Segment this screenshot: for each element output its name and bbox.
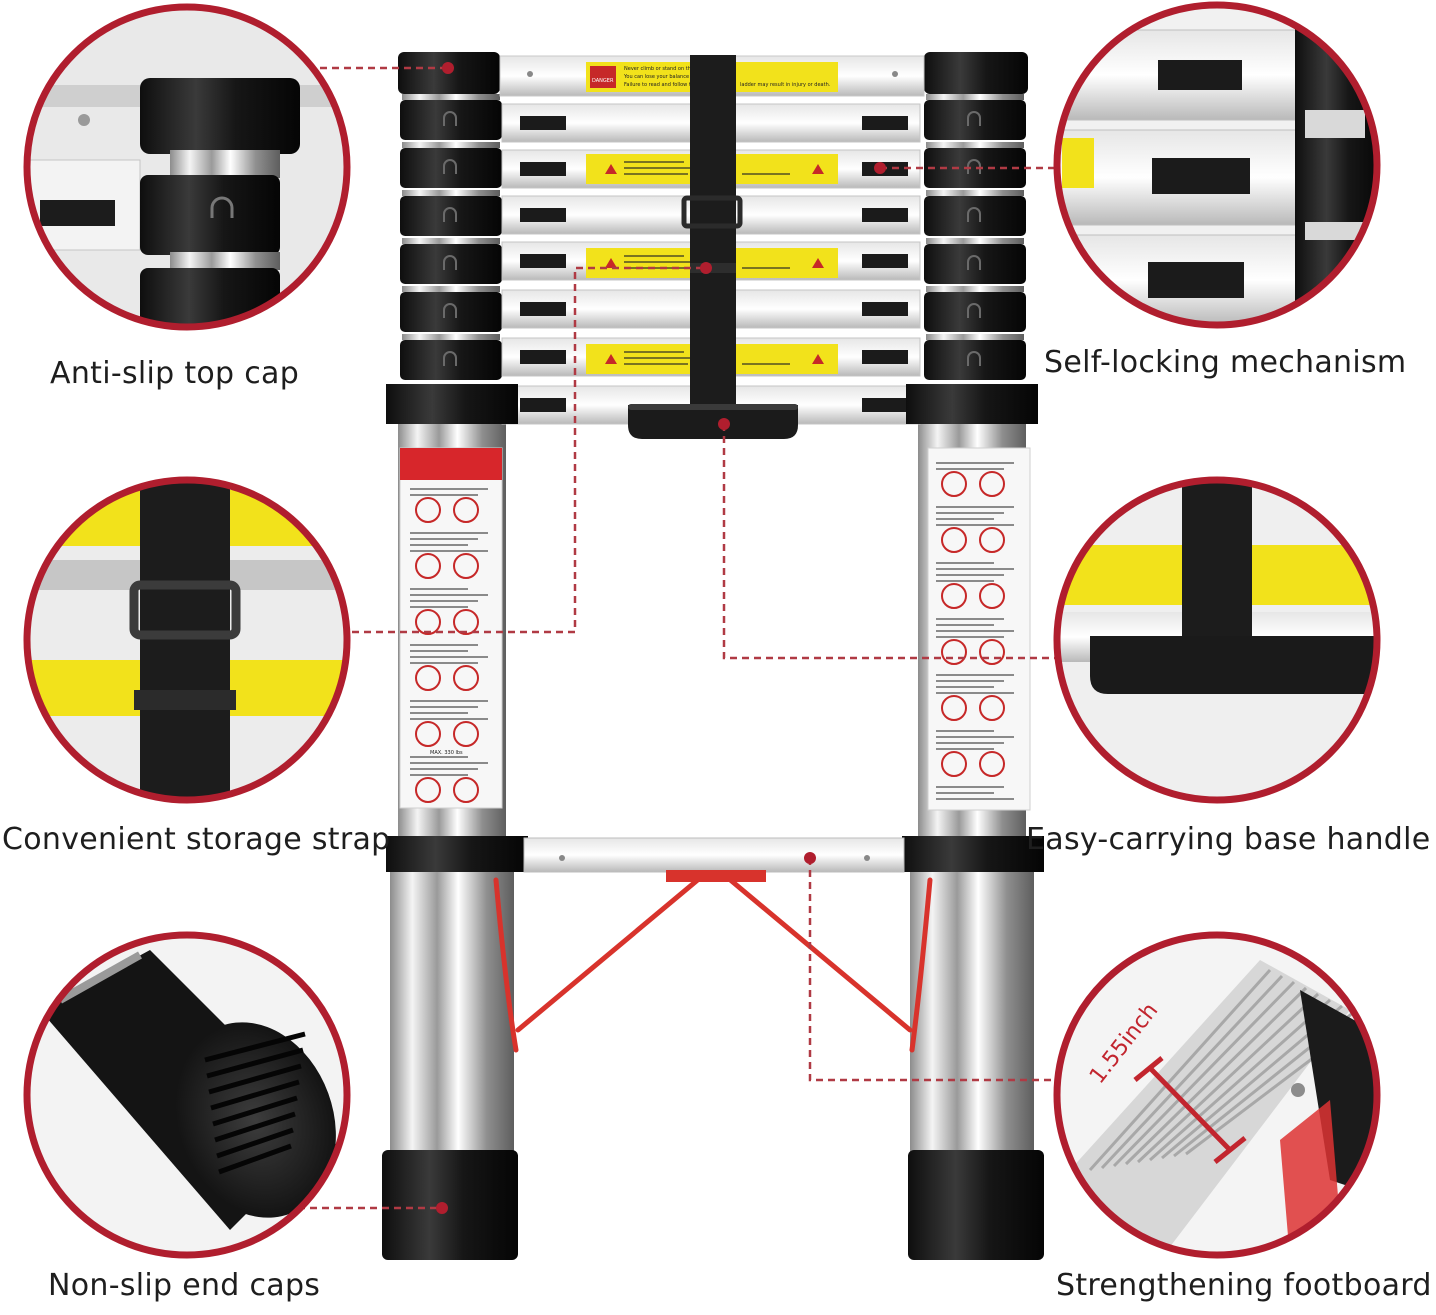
rung-lock-left xyxy=(520,116,566,130)
rung-lock-left xyxy=(520,350,566,364)
label-strap: Convenient storage strap xyxy=(2,822,391,857)
detail-circle-end-cap xyxy=(23,931,351,1259)
left-joint-band xyxy=(386,836,528,872)
sticker-line3: Failure to read and follow the xyxy=(624,82,697,88)
detail-circle-footboard: 1.55inch xyxy=(1053,931,1381,1259)
rung-lock-right xyxy=(862,116,908,130)
sticker-line2: You can lose your balance xyxy=(623,74,689,80)
ladder: DANGER Never climb or stand on the You c… xyxy=(382,52,1044,1260)
rung-lock-left xyxy=(520,398,566,412)
left-tube-joint xyxy=(400,292,502,332)
label-top-cap: Anti-slip top cap xyxy=(50,356,300,391)
rung-lock-right xyxy=(862,302,908,316)
right-tube-joint xyxy=(924,148,1026,188)
left-tube-joint xyxy=(400,244,502,284)
label-self-lock: Self-locking mechanism xyxy=(1044,345,1407,380)
red-braces xyxy=(493,875,933,1053)
detail-circle-strap xyxy=(23,476,351,804)
right-tube-joint xyxy=(924,196,1026,236)
right-end-cap xyxy=(908,1150,1044,1260)
right-tube-joint xyxy=(924,340,1026,380)
right-tube-stack xyxy=(924,52,1028,380)
rung-lock-right xyxy=(862,208,908,222)
rung-lock-left xyxy=(520,162,566,176)
rung-lock-right xyxy=(862,398,908,412)
label-footboard: Strengthening footboard xyxy=(1056,1268,1432,1303)
label-handle: Easy-carrying base handle xyxy=(1026,822,1431,857)
rung-lock-left xyxy=(520,254,566,268)
rung-lock-right xyxy=(862,350,908,364)
footboard xyxy=(523,837,905,873)
sticker-line3b: ladder may result in injury or death. xyxy=(740,82,831,88)
leader-lines xyxy=(298,66,1060,1210)
rung-lock-left xyxy=(520,302,566,316)
storage-strap xyxy=(681,55,743,405)
right-joint-band xyxy=(902,836,1044,872)
sticker-danger: DANGER xyxy=(592,78,614,84)
right-tube-joint xyxy=(924,244,1026,284)
sticker-line1: Never climb or stand on the xyxy=(624,66,694,72)
carry-handle xyxy=(628,405,798,439)
label-end-caps: Non-slip end caps xyxy=(48,1268,321,1303)
leader-dots xyxy=(436,62,886,1214)
rung-lock-right xyxy=(862,254,908,268)
right-tube-joint xyxy=(924,100,1026,140)
left-tube-joint xyxy=(400,196,502,236)
right-tube-joint xyxy=(924,292,1026,332)
right-top-cap xyxy=(924,52,1028,94)
max-load-text: MAX. 330 lbs xyxy=(430,750,463,756)
left-safety-label: MAX. 330 lbs xyxy=(399,447,503,809)
left-tube-joint xyxy=(400,340,502,380)
left-end-cap xyxy=(382,1150,518,1260)
left-tube-joint xyxy=(400,148,502,188)
detail-circle-top-cap xyxy=(23,3,351,331)
rung-lock-left xyxy=(520,208,566,222)
right-safety-label xyxy=(927,447,1031,811)
left-tube-joint xyxy=(400,100,502,140)
detail-circle-self-lock xyxy=(1053,1,1381,329)
left-tube-stack xyxy=(398,52,502,380)
detail-circle-handle xyxy=(1053,476,1381,804)
